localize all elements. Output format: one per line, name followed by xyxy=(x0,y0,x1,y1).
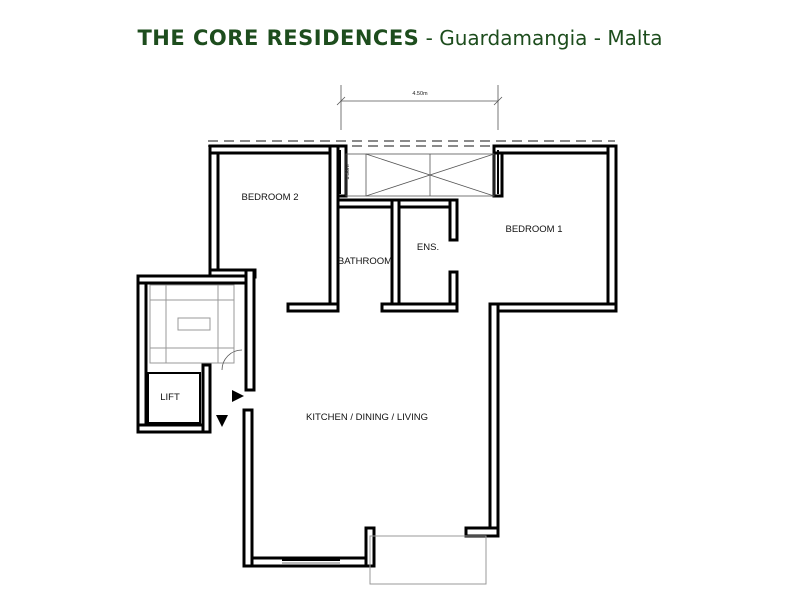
page-header: THE CORE RESIDENCES - Guardamangia - Mal… xyxy=(0,26,800,50)
room-label-bathroom: BATHROOM xyxy=(338,256,392,267)
room-label-living: KITCHEN / DINING / LIVING xyxy=(306,412,428,423)
room-label-ensuite: ENS. xyxy=(417,242,439,253)
internal-walls xyxy=(286,198,459,313)
terrace-outline xyxy=(369,535,487,585)
outer-walls xyxy=(208,144,618,568)
project-title: THE CORE RESIDENCES xyxy=(137,26,420,50)
stair-core xyxy=(136,274,248,434)
dimension-line-width xyxy=(336,85,503,130)
dimension-width-label: 4.50m xyxy=(412,91,428,97)
windows xyxy=(282,150,499,564)
project-location: Guardamangia - Malta xyxy=(439,26,663,50)
title-separator: - xyxy=(419,26,440,50)
dimension-depth-label: 1.50m xyxy=(345,164,351,180)
room-label-bedroom-2: BEDROOM 2 xyxy=(241,192,298,203)
room-label-bedroom-1: BEDROOM 1 xyxy=(505,224,562,235)
entrance-arrow-right xyxy=(232,390,244,402)
balcony-glazing xyxy=(345,153,495,197)
room-label-lift: LIFT xyxy=(160,392,180,403)
entrance-arrow-down xyxy=(216,415,228,427)
